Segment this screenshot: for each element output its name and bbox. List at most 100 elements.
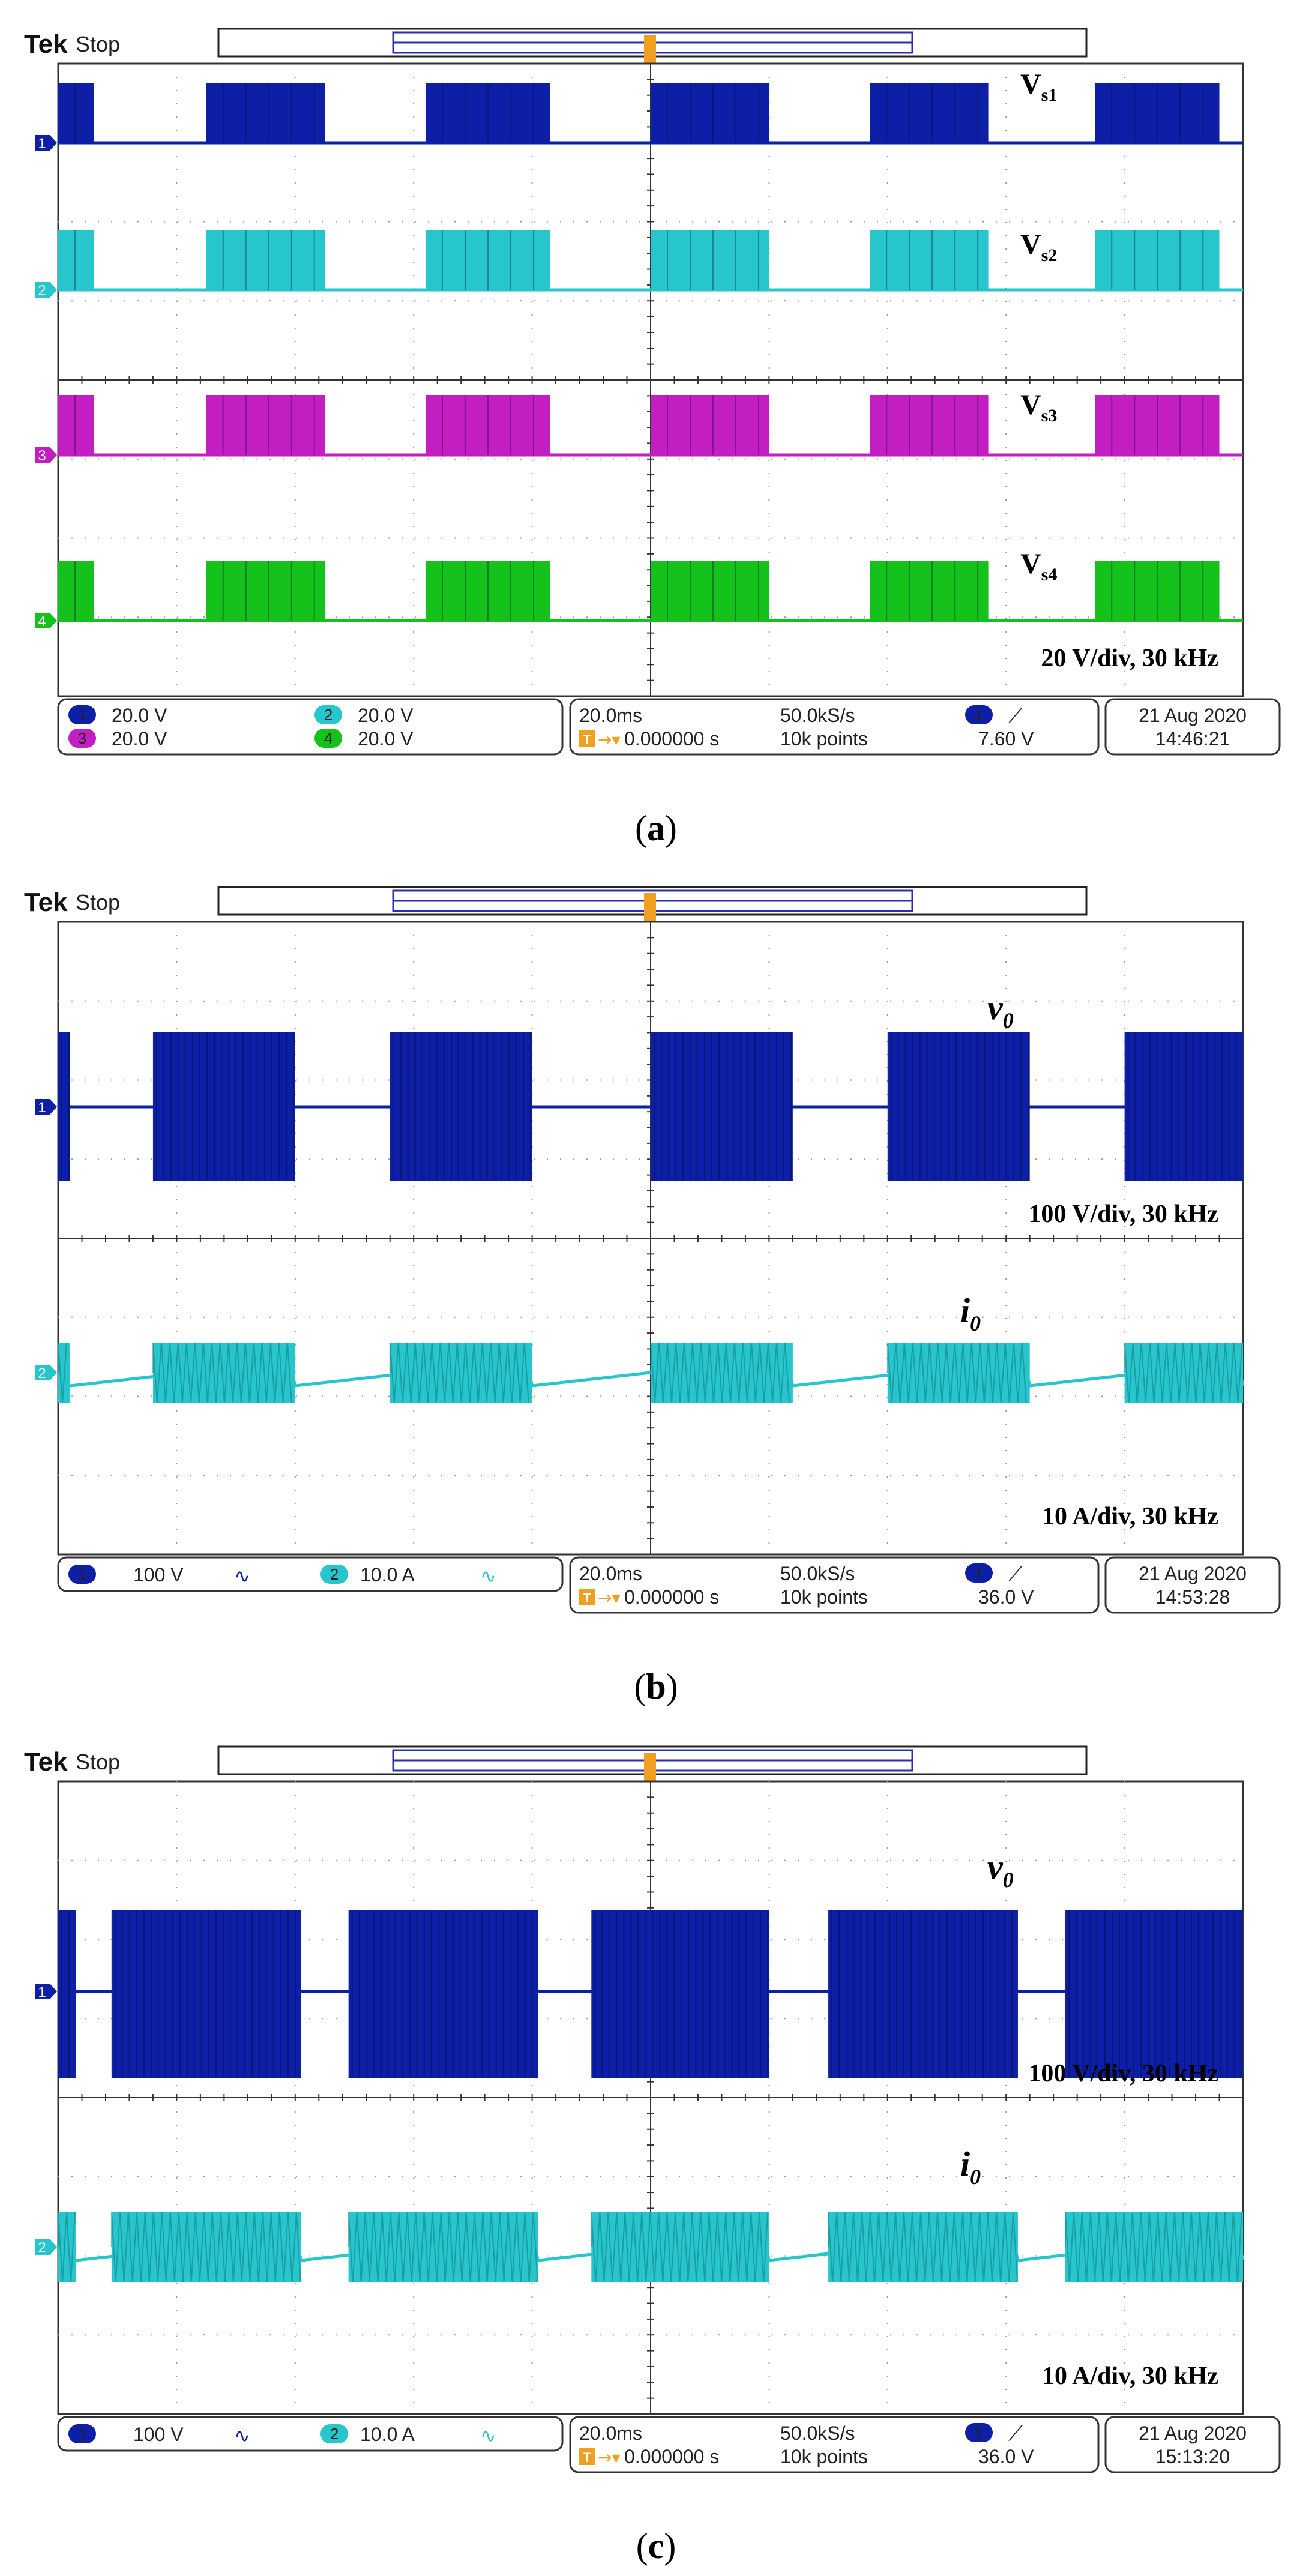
burst-v0-2 [390, 1032, 532, 1181]
svg-text:→▾: →▾ [598, 2448, 621, 2467]
burst-i0-0 [58, 1343, 70, 1403]
burst-v0-0 [58, 1032, 70, 1181]
rising-edge-icon: ⟋ [1008, 2422, 1023, 2446]
ripple-i0 [348, 2212, 538, 2283]
brand-label: Tek [24, 1747, 68, 1777]
ch4-scale: 20.0 V [358, 728, 414, 750]
label-vs1: Vs1 [1020, 68, 1057, 105]
trigger-channel-badge: 1 [975, 1564, 983, 1582]
timebase: 20.0ms [579, 1563, 642, 1584]
svg-text:T: T [583, 1590, 591, 1605]
trigger-position: 0.000000 s [624, 2446, 719, 2467]
burst-Vs1-2 [425, 83, 550, 143]
label-v0: v0 [987, 988, 1014, 1032]
sample-rate: 50.0kS/s [780, 2422, 855, 2444]
burst-Vs2-1 [206, 230, 325, 290]
ch2-badge: 2 [324, 706, 333, 724]
svg-text:→▾: →▾ [598, 730, 621, 750]
burst-Vs3-3 [651, 395, 769, 455]
ripple-i0 [58, 2212, 76, 2283]
ch2-scale: 10.0 A [360, 1564, 415, 1586]
ripple-i0 [58, 1342, 67, 1403]
ch2-scale: 20.0 V [358, 705, 414, 726]
run-state-label: Stop [76, 32, 120, 56]
scope-svg-b: Tek Stop T 12 v0 i0 100 V/div, 30 kHz 10… [24, 886, 1281, 1706]
burst-Vs1-1 [206, 83, 325, 143]
burst-i0-1 [111, 2212, 301, 2282]
burst-Vs2-0 [58, 230, 94, 290]
ripple-i0 [591, 2212, 769, 2283]
channel-marker [35, 2239, 57, 2255]
channel-marker [35, 613, 57, 628]
record-length: 10k points [780, 2446, 868, 2467]
scale-label-i0: 10 A/div, 30 kHz [1042, 2362, 1218, 2390]
svg-text:T: T [583, 2450, 591, 2465]
channel-marker-num: 1 [38, 1100, 46, 1116]
label-i0: i0 [960, 2144, 981, 2189]
ripple-i0 [650, 1342, 790, 1403]
channel-marker [35, 282, 57, 298]
ripple-i0 [152, 1342, 292, 1403]
ch3-scale: 20.0 V [112, 728, 167, 750]
channel-marker [35, 1984, 57, 1999]
date: 21 Aug 2020 [1139, 1563, 1247, 1584]
burst-Vs1-0 [58, 83, 94, 143]
channel-marker-num: 1 [38, 136, 46, 152]
ch1-scale: 100 V [133, 1564, 184, 1586]
burst-Vs3-4 [870, 395, 989, 455]
caption-a: (a) [635, 808, 677, 848]
channel-marker [35, 447, 57, 463]
record-length: 10k points [780, 728, 868, 750]
status-bar: 1 20.0 V 2 20.0 V 3 20.0 V 4 20.0 V 20.0… [57, 698, 1281, 756]
burst-i0-5 [1124, 1343, 1243, 1403]
channel-marker [35, 135, 57, 151]
ch1-scale: 100 V [133, 2424, 184, 2445]
brand-label: Tek [24, 888, 68, 917]
sample-rate: 50.0kS/s [780, 1563, 855, 1584]
trigger-level: 7.60 V [978, 728, 1034, 750]
burst-i0-2 [348, 2212, 538, 2282]
caption-b: (b) [634, 1667, 678, 1706]
date: 21 Aug 2020 [1139, 705, 1247, 726]
rising-edge-icon: ⟋ [1008, 704, 1023, 728]
waveform-area: 12 [35, 1032, 1245, 1403]
burst-Vs3-0 [58, 395, 94, 455]
burst-i0-1 [152, 1343, 295, 1403]
channel-marker-num: 2 [38, 2240, 46, 2256]
trigger-channel-badge: 1 [975, 706, 983, 724]
channel-marker-num: 1 [38, 1984, 46, 2000]
burst-Vs2-3 [651, 230, 769, 290]
ripple-i0 [110, 2212, 301, 2283]
burst-Vs2-5 [1095, 230, 1220, 290]
burst-i0-3 [651, 1343, 793, 1403]
scope-panel-c: Tek Stop T 12 v0 i0 100 V/div, 30 kHz 10… [0, 1718, 1312, 2576]
label-vs3: Vs3 [1020, 389, 1057, 426]
trigger-position: 0.000000 s [624, 728, 719, 750]
run-state-label: Stop [76, 890, 120, 915]
ch3-badge: 3 [78, 729, 86, 747]
burst-Vs4-5 [1095, 561, 1220, 621]
time: 15:13:20 [1155, 2446, 1230, 2467]
burst-v0-4 [828, 1910, 1018, 2078]
caption-c: (c) [636, 2526, 676, 2566]
brand-label: Tek [24, 29, 68, 59]
ch2-scale: 10.0 A [360, 2424, 415, 2445]
ch2-coupling-icon: ∿ [480, 2424, 496, 2447]
channel-marker-num: 2 [38, 1365, 46, 1382]
date: 21 Aug 2020 [1139, 2422, 1247, 2444]
channel-marker-num: 3 [38, 448, 46, 464]
ch2-badge: 2 [330, 1565, 339, 1583]
sample-rate: 50.0kS/s [780, 705, 855, 726]
ch1-badge: 1 [78, 2425, 86, 2443]
label-i0: i0 [960, 1291, 981, 1335]
rising-edge-icon: ⟋ [1008, 1562, 1023, 1586]
svg-text:→▾: →▾ [598, 1588, 621, 1608]
burst-v0-3 [591, 1910, 769, 2078]
scale-label-v0: 100 V/div, 30 kHz [1028, 1200, 1218, 1228]
burst-v0-1 [152, 1032, 295, 1181]
trigger-channel-badge: 1 [975, 2424, 983, 2442]
status-bar: 1 100 V ∿ 2 10.0 A ∿ 20.0ms 50.0kS/s T →… [57, 1556, 1281, 1614]
graticule-grid [58, 921, 1243, 1555]
